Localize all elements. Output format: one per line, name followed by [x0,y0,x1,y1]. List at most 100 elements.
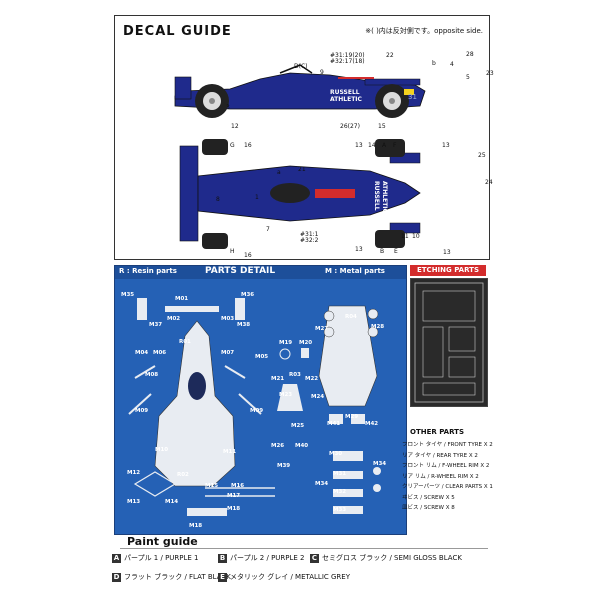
part-label-19: R03 [289,372,301,378]
car-top-view: RUSSELL ATHLETIC [179,139,421,249]
part-label-33: M39 [277,463,291,469]
other-part-qty: X 2 [480,463,490,469]
paint-code-badge: A [112,553,121,563]
other-part-en: R-WHEEL RIM [431,473,468,480]
other-part-en: REAR TYRE [436,452,468,459]
other-part-jp: リア タイヤ / [402,452,435,459]
part-label-11: M19 [279,340,293,346]
paint-name: メタリック グレイ / METALLIC GREY [230,573,350,581]
part-label-3: M37 [149,322,163,328]
parts-detail-title: PARTS DETAIL [205,266,276,276]
decal-callout-33: B [380,248,385,255]
top-brand-1: RUSSELL [373,181,380,211]
decal-callout-24: 24 [485,179,493,186]
decal-guide-note: ※( )内は反対側です。opposite side. [365,27,483,35]
other-part-jp: フロント リム / [402,463,441,469]
part-label-9: M27 [315,326,329,332]
parts-detail-panel: R : Resin parts PARTS DETAIL M : Metal p… [114,265,407,535]
part-label-16: M05 [255,354,269,360]
decal-callout-7: 4 [450,61,454,68]
decal-callout-17: 14 [368,142,376,149]
decal-callout-36: 11 [401,233,409,240]
other-part-qty: X 5 [445,494,455,501]
other-part-jp: 皿ビス / [402,505,423,511]
decal-callout-23: 21 [298,166,306,173]
other-part-qty: X 2 [483,442,493,448]
part-label-27: M42 [365,421,379,427]
etching-sheet [410,278,488,407]
decal-callout-3: #32:17(18) [330,58,365,65]
decal-callout-8: 23 [486,70,494,77]
decal-callout-34: E [394,248,398,255]
other-part-jp: フロント タイヤ / [402,442,446,448]
paint-name: フラット ブラック / FLAT BLACK [124,573,231,581]
part-label-5: M03 [221,316,235,322]
part-label-48: M18 [189,523,203,529]
part-label-2: M36 [241,292,255,298]
part-label-23: M23 [279,392,293,398]
part-label-46: M18 [227,506,241,512]
part-label-42: M34 [315,481,329,487]
other-part-qty: X 2 [468,452,478,459]
decal-callout-28: #31:1 [300,231,319,238]
decal-callout-35: 13 [443,249,451,256]
part-label-40: M16 [231,483,245,489]
part-label-28: M25 [291,423,305,429]
side-brand-2: ATHLETIC [330,96,363,103]
paint-code-badge: E [218,572,227,582]
parts-detail-header: R : Resin parts PARTS DETAIL M : Metal p… [115,266,406,279]
metal-parts-legend: M : Metal parts [325,267,385,275]
part-label-18: M21 [271,376,285,382]
decal-callout-26: 1 [255,194,259,201]
part-label-15: M07 [221,350,235,356]
decal-callout-29: #32:2 [300,237,319,244]
part-label-34: M30 [329,451,343,457]
decal-guide-panel: DECAL GUIDE ※( )内は反対側です。opposite side. R… [114,15,494,260]
paint-code-badge: B [218,553,227,563]
side-number: 31 [408,93,417,101]
other-part-qty: X 8 [445,505,455,511]
etching-parts-title: ETCHING PARTS [410,265,486,276]
decal-callout-22: a [277,169,281,176]
part-label-45: M14 [165,499,179,505]
decal-callout-20: 13 [442,142,450,149]
car-side-view: RUSSELL ATHLETIC 31 [174,64,426,118]
decal-callout-11: 12 [231,123,239,130]
decal-callout-27: 7 [266,226,270,233]
part-label-37: R02 [177,472,189,478]
decal-callout-12: 26(27) [340,123,360,130]
decal-callout-31: 16 [244,252,252,259]
part-label-13: M04 [135,350,149,356]
paint-code-badge: D [112,572,121,582]
part-label-25: M29 [345,414,359,420]
other-part-qty: X 2 [469,473,479,480]
part-label-36: M12 [127,470,141,476]
other-part-jp: クリアーパーツ / [402,484,444,490]
part-label-20: M22 [305,376,319,382]
part-label-17: M08 [145,372,159,378]
part-label-8: M28 [371,324,385,330]
other-part-row: ヰビス / SCREW X 5 [402,493,455,501]
top-brand-2: ATHLETIC [381,181,388,214]
other-part-en: F-WHEEL RIM [442,463,479,469]
other-parts-title: OTHER PARTS [410,428,464,436]
part-label-7: R04 [345,314,357,320]
parts-illustration [128,298,381,516]
part-label-6: M38 [237,322,251,328]
decal-callout-13: 15 [378,123,386,130]
resin-parts-legend: R : Resin parts [119,267,177,275]
other-part-row: リア リム / R-WHEEL RIM X 2 [402,472,479,480]
decal-callout-18: A [382,142,387,149]
other-part-jp: リア リム / [402,473,430,480]
decal-callout-4: D(C) [294,63,308,70]
decal-callout-19: F [393,142,397,149]
paint-guide-divider [120,548,488,549]
decal-callout-10: 3 [226,104,230,111]
paint-code-badge: C [310,553,319,563]
paint-name: セミグロス ブラック / SEMI GLOSS BLACK [322,554,462,562]
side-brand-1: RUSSELL [330,89,360,96]
